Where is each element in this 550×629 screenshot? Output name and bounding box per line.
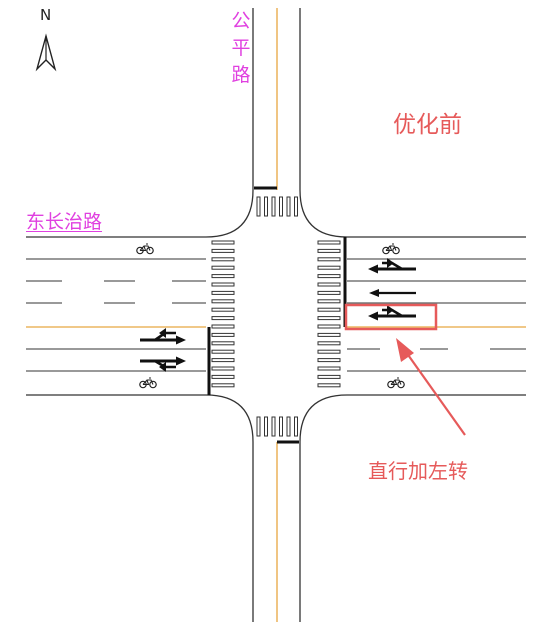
crosswalk-stripe [211,274,235,279]
crosswalk-south [256,416,298,437]
crosswalk-stripe [317,282,341,287]
crosswalk-stripe [317,257,341,262]
crosswalk-stripe [256,196,261,217]
crosswalk-stripe [211,290,235,295]
stop-lines [207,186,347,444]
crosswalk-stripe [211,265,235,270]
crosswalk-stripe [317,374,341,379]
bicycle-icon [136,243,154,255]
crosswalk-stripe [211,248,235,253]
north-south-road-name: 公平路 [231,10,251,86]
crosswalk-stripe [317,332,341,337]
east-west-road-name: 东长治路 [26,211,103,233]
bicycle-icon [382,243,400,255]
crosswalk-north [256,196,298,217]
state-title: 优化前 [393,112,462,138]
north-letter: N [40,6,52,24]
crosswalk-stripe [211,358,235,363]
crosswalk-stripe [211,349,235,354]
crosswalk-stripe [211,240,235,245]
west-lane-lines [26,258,206,372]
crosswalk-stripe [317,341,341,346]
crosswalk-stripe [286,196,291,217]
crosswalk-stripe [317,324,341,329]
road-edges [26,8,526,622]
centerlines [26,8,526,622]
callout-arrow [396,338,466,436]
crosswalk-stripe [211,282,235,287]
crosswalk-stripe [211,257,235,262]
crosswalk-stripe [211,324,235,329]
crosswalk-stripe [211,307,235,312]
straight-right-arrow-icon [140,356,186,372]
crosswalk-stripe [294,196,298,217]
crosswalk-stripe [211,316,235,321]
crosswalk-stripe [211,299,235,304]
crosswalk-stripe [279,416,283,437]
crosswalk-stripe [317,240,341,245]
crosswalk-stripe [264,196,268,217]
straight-left-arrow-icon [368,305,416,321]
bicycle-icon [139,377,157,389]
crosswalk-stripe [264,416,268,437]
straight-left-arrow-icon [368,258,416,274]
crosswalk-stripe [279,196,283,217]
crosswalk-stripe [317,358,341,363]
highlight-box [344,303,438,331]
crosswalk-stripe [211,332,235,337]
crosswalk-stripe [317,299,341,304]
crosswalk-stripe [256,416,261,437]
crosswalk-stripe [317,316,341,321]
crosswalk-stripe [317,349,341,354]
straight-arrow-icon [369,289,416,297]
crosswalk-stripe [294,416,298,437]
straight-left-arrow-icon [140,328,186,345]
crosswalk-west [211,240,235,388]
crosswalk-stripe [317,383,341,388]
crosswalk-stripe [211,366,235,371]
crosswalk-stripe [211,374,235,379]
crosswalk-stripe [286,416,291,437]
crosswalk-stripe [317,248,341,253]
crosswalk-stripe [211,341,235,346]
crosswalk-stripe [271,416,276,437]
north-arrow-icon [35,33,57,72]
crosswalk-stripe [317,307,341,312]
crosswalk-stripe [317,366,341,371]
crosswalk-stripe [211,383,235,388]
crosswalk-east [317,240,341,388]
east-lane-lines [347,258,526,372]
crosswalk-stripe [317,274,341,279]
crosswalk-stripe [271,196,276,217]
annotation-text: 直行加左转 [368,459,468,483]
crosswalk-stripe [317,290,341,295]
bicycle-icon [387,377,405,389]
crosswalk-stripe [317,265,341,270]
